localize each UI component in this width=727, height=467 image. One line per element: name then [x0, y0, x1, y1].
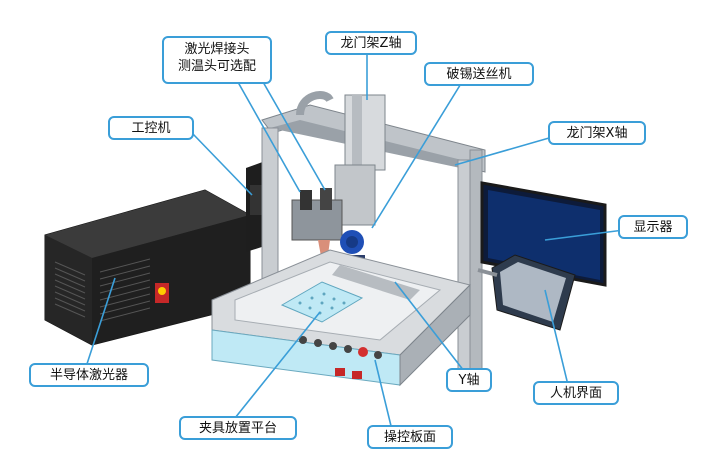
label-laser-head-line2: 测温头可选配	[177, 59, 256, 74]
label-y-axis: Y轴	[446, 368, 492, 392]
label-laser-head: 激光焊接头 测温头可选配	[162, 36, 272, 84]
leader-lines	[84, 52, 625, 431]
gantry-z-axis	[334, 94, 386, 226]
semiconductor-laser-unit	[44, 189, 251, 346]
label-gantry-z: 龙门架Z轴	[325, 31, 417, 55]
label-gantry-x: 龙门架X轴	[548, 121, 646, 145]
label-control-panel: 操控板面	[367, 425, 453, 449]
label-ipc: 工控机	[108, 116, 194, 140]
label-semiconductor-laser: 半导体激光器	[29, 363, 149, 387]
work-table	[211, 249, 471, 387]
label-wire-feeder: 破锡送丝机	[424, 62, 534, 86]
label-fixture-platform: 夹具放置平台	[179, 416, 297, 440]
label-hmi: 人机界面	[533, 381, 619, 405]
label-laser-head-line1: 激光焊接头	[184, 42, 250, 57]
label-display: 显示器	[618, 215, 688, 239]
control-panel-buttons	[299, 336, 382, 379]
